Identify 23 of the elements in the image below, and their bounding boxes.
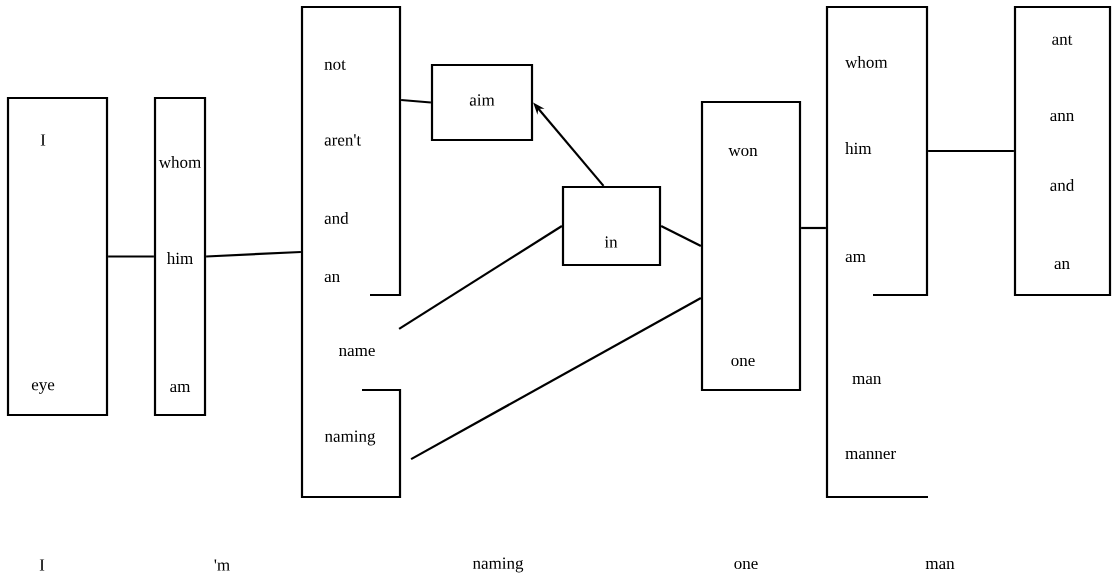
connector-line [398, 225, 563, 330]
word-list: naming [324, 430, 376, 446]
connector-line [108, 255, 154, 258]
word-label: man [925, 560, 955, 570]
word-box: aim [430, 63, 534, 142]
word-label: one [734, 560, 758, 570]
connector-line [928, 149, 1014, 153]
word-box: I eye [6, 96, 109, 417]
connector-line [801, 226, 826, 230]
connector-line [660, 225, 702, 247]
bracket-outline [300, 5, 402, 499]
word-box: whom him am [153, 96, 207, 417]
word-box: ant ann and an [1013, 5, 1112, 297]
word-label: naming [472, 557, 524, 573]
word-label: I [39, 559, 45, 571]
connector-line [206, 250, 301, 258]
word-label: 'm [214, 559, 230, 571]
bracket-outline [825, 5, 929, 499]
connector-line [401, 98, 431, 104]
word-box: in [561, 185, 662, 267]
word-list: man manner [845, 375, 896, 460]
connector-line [410, 297, 702, 461]
word-list: name [339, 347, 375, 357]
